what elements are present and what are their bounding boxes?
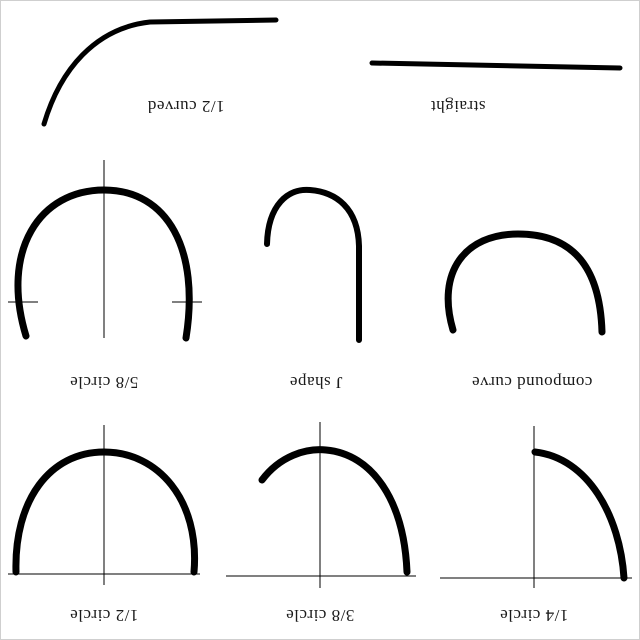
three-eighths-needle bbox=[258, 446, 411, 576]
j-shape-needle bbox=[264, 186, 362, 343]
shape-j-shape: J shape bbox=[264, 186, 362, 392]
half-circle-label: 1/2 circle bbox=[70, 606, 139, 625]
shape-five-eighths-circle: 5/8 circle bbox=[8, 160, 202, 392]
half-curved-label: 1/2 curved bbox=[147, 97, 224, 116]
shape-half-curved: 1/2 curved bbox=[41, 17, 279, 127]
straight-needle bbox=[369, 60, 623, 71]
j-shape-label: J shape bbox=[289, 373, 342, 392]
half-curved-needle bbox=[41, 17, 279, 127]
quarter-circle-label: 1/4 circle bbox=[500, 606, 569, 625]
shape-straight: straight bbox=[369, 60, 623, 116]
straight-label: straight bbox=[431, 97, 486, 116]
shape-three-eighths-circle: 3/8 circle bbox=[226, 422, 416, 625]
shape-quarter-circle: 1/4 circle bbox=[440, 426, 632, 625]
half-circle-needle bbox=[12, 448, 199, 576]
shape-compound-curve: compound curve bbox=[444, 230, 606, 392]
compound-curve-label: compound curve bbox=[472, 373, 593, 392]
three-eighths-label: 3/8 circle bbox=[286, 606, 355, 625]
five-eighths-label: 5/8 circle bbox=[70, 373, 139, 392]
quarter-circle-needle bbox=[531, 448, 628, 582]
compound-curve-needle bbox=[444, 230, 606, 336]
shape-half-circle: 1/2 circle bbox=[8, 425, 200, 625]
five-eighths-needle bbox=[14, 186, 193, 342]
